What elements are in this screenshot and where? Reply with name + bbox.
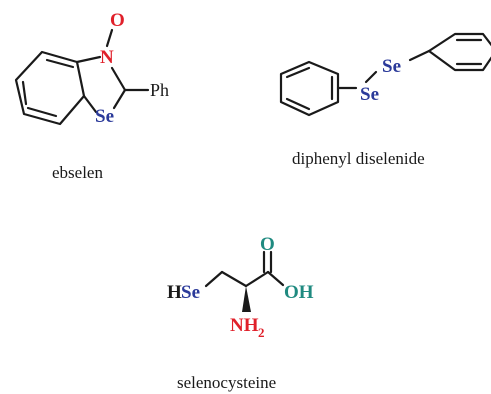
- selenocysteine-carbonyl-oxygen-label: O: [260, 234, 275, 255]
- diphenyl-diselenide-caption: diphenyl diselenide: [292, 149, 425, 168]
- diphenyl-diselenide-structure: Se Se diphenyl diselenide: [279, 32, 491, 168]
- selenocysteine-amine-subscript: 2: [258, 325, 265, 340]
- ebselen-bonds: [14, 28, 150, 126]
- ebselen-caption: ebselen: [52, 163, 103, 182]
- selenocysteine-wedge-bond: [242, 286, 251, 312]
- ebselen-selenium-label: Se: [95, 106, 114, 127]
- ebselen-structure: O N Se Ph ebselen: [14, 10, 169, 182]
- selenocysteine-hydroxyl-label: OH: [284, 282, 314, 303]
- diselenide-selenium-2-label: Se: [382, 56, 401, 77]
- diphenyl-diselenide-bonds: [279, 32, 491, 117]
- ebselen-oxygen-label: O: [110, 10, 125, 31]
- selenocysteine-amine-label: NH: [230, 315, 259, 336]
- selenocysteine-structure: H Se O OH NH 2 selenocysteine: [167, 234, 314, 392]
- selenocysteine-selenium-label: Se: [181, 282, 200, 303]
- selenocysteine-bonds: [204, 250, 285, 288]
- ebselen-nitrogen-label: N: [100, 47, 114, 68]
- selenocysteine-caption: selenocysteine: [177, 373, 276, 392]
- ebselen-phenyl-label: Ph: [150, 80, 169, 100]
- selenocysteine-hydrogen-label: H: [167, 282, 182, 303]
- diselenide-selenium-1-label: Se: [360, 84, 379, 105]
